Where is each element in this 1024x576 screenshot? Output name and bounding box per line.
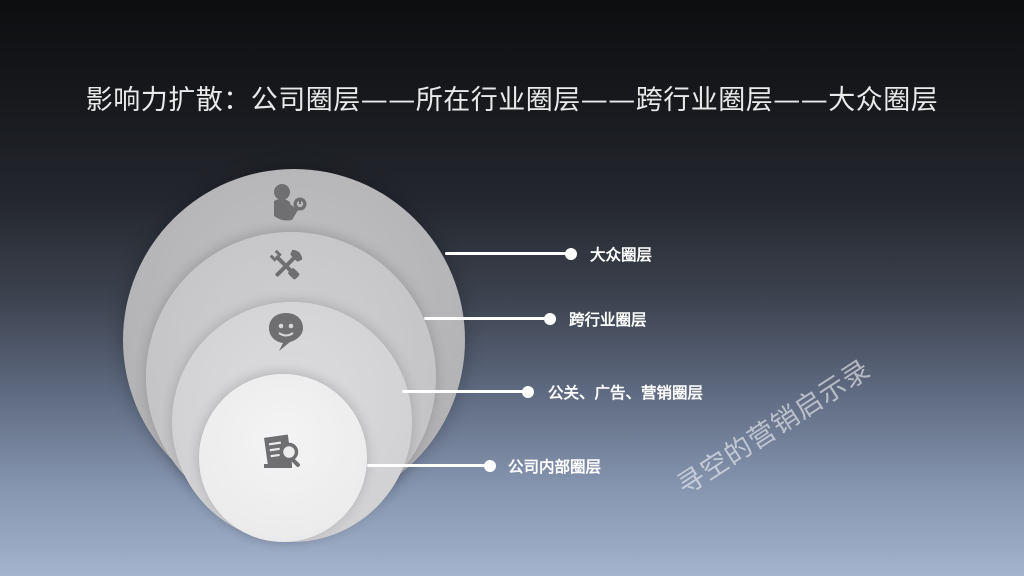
- chat-bubble-icon: [264, 309, 308, 353]
- connector-dot-public: [565, 248, 577, 260]
- label-public-layer: 大众圈层: [590, 246, 653, 264]
- document-search-icon: [260, 430, 304, 474]
- connector-dot-pr-marketing: [522, 386, 534, 398]
- label-pr-marketing-layer: 公关、广告、营销圈层: [548, 384, 704, 402]
- connector-dot-cross-industry: [544, 313, 556, 325]
- tools-icon: [264, 244, 308, 288]
- connector-line-pr-marketing: [402, 390, 528, 393]
- people-icon: [268, 180, 312, 224]
- connector-dot-company: [484, 460, 496, 472]
- connector-line-public: [445, 252, 571, 255]
- label-company-layer: 公司内部圈层: [508, 458, 602, 476]
- watermark-text: 寻空的营销启示录: [671, 353, 877, 502]
- label-cross-industry-layer: 跨行业圈层: [569, 311, 647, 329]
- slide-title: 影响力扩散：公司圈层——所在行业圈层——跨行业圈层——大众圈层: [85, 85, 939, 116]
- connector-line-company: [367, 464, 489, 467]
- connector-line-cross-industry: [424, 317, 550, 320]
